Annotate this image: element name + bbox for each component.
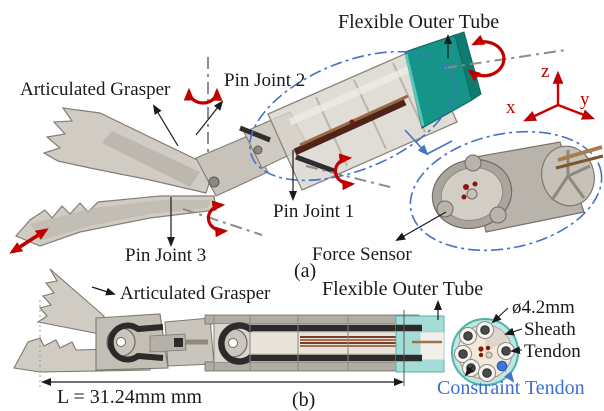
leader-lines-b bbox=[91, 286, 442, 320]
sensor-rod-brown bbox=[557, 145, 603, 162]
detail-ellipse bbox=[409, 130, 603, 252]
cross-section-leaders bbox=[464, 307, 523, 377]
sensor-red-dot bbox=[472, 181, 478, 187]
leader-pin-joint-2 bbox=[195, 100, 224, 136]
pin-bar bbox=[295, 154, 335, 174]
caption-b: (b) bbox=[292, 389, 315, 411]
length-dimension bbox=[39, 300, 405, 387]
x-axis-arrow bbox=[523, 103, 559, 122]
sensor-red-dot bbox=[463, 184, 469, 190]
grasper-section bbox=[13, 268, 215, 373]
grasper-jaws-3d bbox=[14, 107, 217, 247]
leader-sheath bbox=[504, 327, 523, 336]
pulley-2-pin bbox=[228, 338, 238, 348]
lower-jaw-shading bbox=[30, 200, 210, 240]
axis-label-y: y bbox=[580, 89, 590, 110]
label-constraint-tendon: Constraint Tendon bbox=[437, 377, 585, 399]
panel-b-drawing: Articulated Grasper Flexible Outer Tube … bbox=[13, 268, 585, 411]
sensor-region-ellipse bbox=[249, 50, 455, 182]
leader-constraint-tendon bbox=[503, 368, 515, 383]
leader-articulated-grasper-b bbox=[91, 286, 116, 296]
sensor-rod-dark bbox=[555, 154, 604, 170]
label-articulated-grasper-b: Articulated Grasper bbox=[120, 283, 271, 304]
leader-diameter bbox=[491, 307, 509, 324]
sensor-red-dot bbox=[461, 194, 467, 200]
leader-tendon bbox=[510, 346, 523, 355]
label-flexible-outer-tube-b: Flexible Outer Tube bbox=[322, 278, 483, 300]
label-diameter: ø4.2mm bbox=[512, 297, 575, 318]
sensor-housing-cylinder bbox=[267, 45, 458, 191]
label-pin-joint-2: Pin Joint 2 bbox=[224, 70, 305, 91]
axis-label-z: z bbox=[541, 61, 549, 82]
grasper-open-close-arrow bbox=[9, 228, 49, 254]
tendon-loop-2 bbox=[218, 322, 254, 365]
leader-diameter-2 bbox=[464, 365, 475, 377]
wrist-links-3d bbox=[195, 111, 309, 197]
panel-a-drawing: z x y Flexible Outer Tube Articulated Gr… bbox=[9, 11, 604, 282]
mid-pin-block bbox=[174, 338, 183, 347]
tendon-loop-1 bbox=[107, 322, 141, 363]
center-red-dot bbox=[485, 345, 491, 351]
pin-bar bbox=[239, 125, 271, 143]
upper-jaw-shading bbox=[102, 131, 200, 187]
label-pin-joint-3: Pin Joint 3 bbox=[125, 245, 206, 266]
leader-lines-a bbox=[152, 34, 452, 247]
constraint-tendon-dot bbox=[496, 360, 508, 372]
force-sensor-inset bbox=[409, 130, 604, 252]
rotation-arrow-tube-roll bbox=[467, 34, 506, 82]
axis-label-x: x bbox=[506, 97, 516, 118]
center-red-dot bbox=[478, 352, 484, 358]
shaft-section bbox=[204, 314, 445, 373]
rotation-arrow-pin-joint-1 bbox=[333, 153, 356, 191]
rotation-arrows bbox=[183, 34, 506, 238]
leader-force-sensor bbox=[395, 211, 447, 241]
upper-jaw-section bbox=[36, 268, 105, 335]
label-length-dimension: L = 31.24mm mm bbox=[57, 386, 202, 408]
axis-pin-joint-3 bbox=[182, 208, 263, 236]
label-articulated-grasper-a: Articulated Grasper bbox=[20, 79, 171, 100]
sensor-spokes bbox=[550, 150, 591, 201]
rotation-arrow-pin-joint-3 bbox=[206, 200, 229, 238]
label-pin-joint-1: Pin Joint 1 bbox=[273, 201, 354, 222]
leader-articulated-grasper-a bbox=[152, 104, 179, 147]
label-tendon: Tendon bbox=[524, 341, 581, 362]
pulley-1-pin bbox=[116, 337, 126, 347]
pin-joint-3-pin bbox=[208, 176, 220, 188]
center-red-dot bbox=[478, 346, 484, 352]
label-force-sensor: Force Sensor bbox=[312, 244, 412, 265]
label-sheath: Sheath bbox=[524, 319, 576, 340]
inner-dark-rod bbox=[293, 98, 407, 156]
tube-cross-section bbox=[451, 307, 523, 386]
coordinate-triad: z x y bbox=[506, 61, 596, 122]
rotation-arrow-pin-joint-2 bbox=[183, 87, 223, 105]
pin-joint-2-pin bbox=[253, 145, 263, 155]
detail-callout-connector bbox=[404, 129, 453, 156]
caption-a: (a) bbox=[294, 260, 316, 282]
y-axis-arrow bbox=[557, 103, 596, 120]
label-flexible-outer-tube-a: Flexible Outer Tube bbox=[338, 11, 499, 33]
